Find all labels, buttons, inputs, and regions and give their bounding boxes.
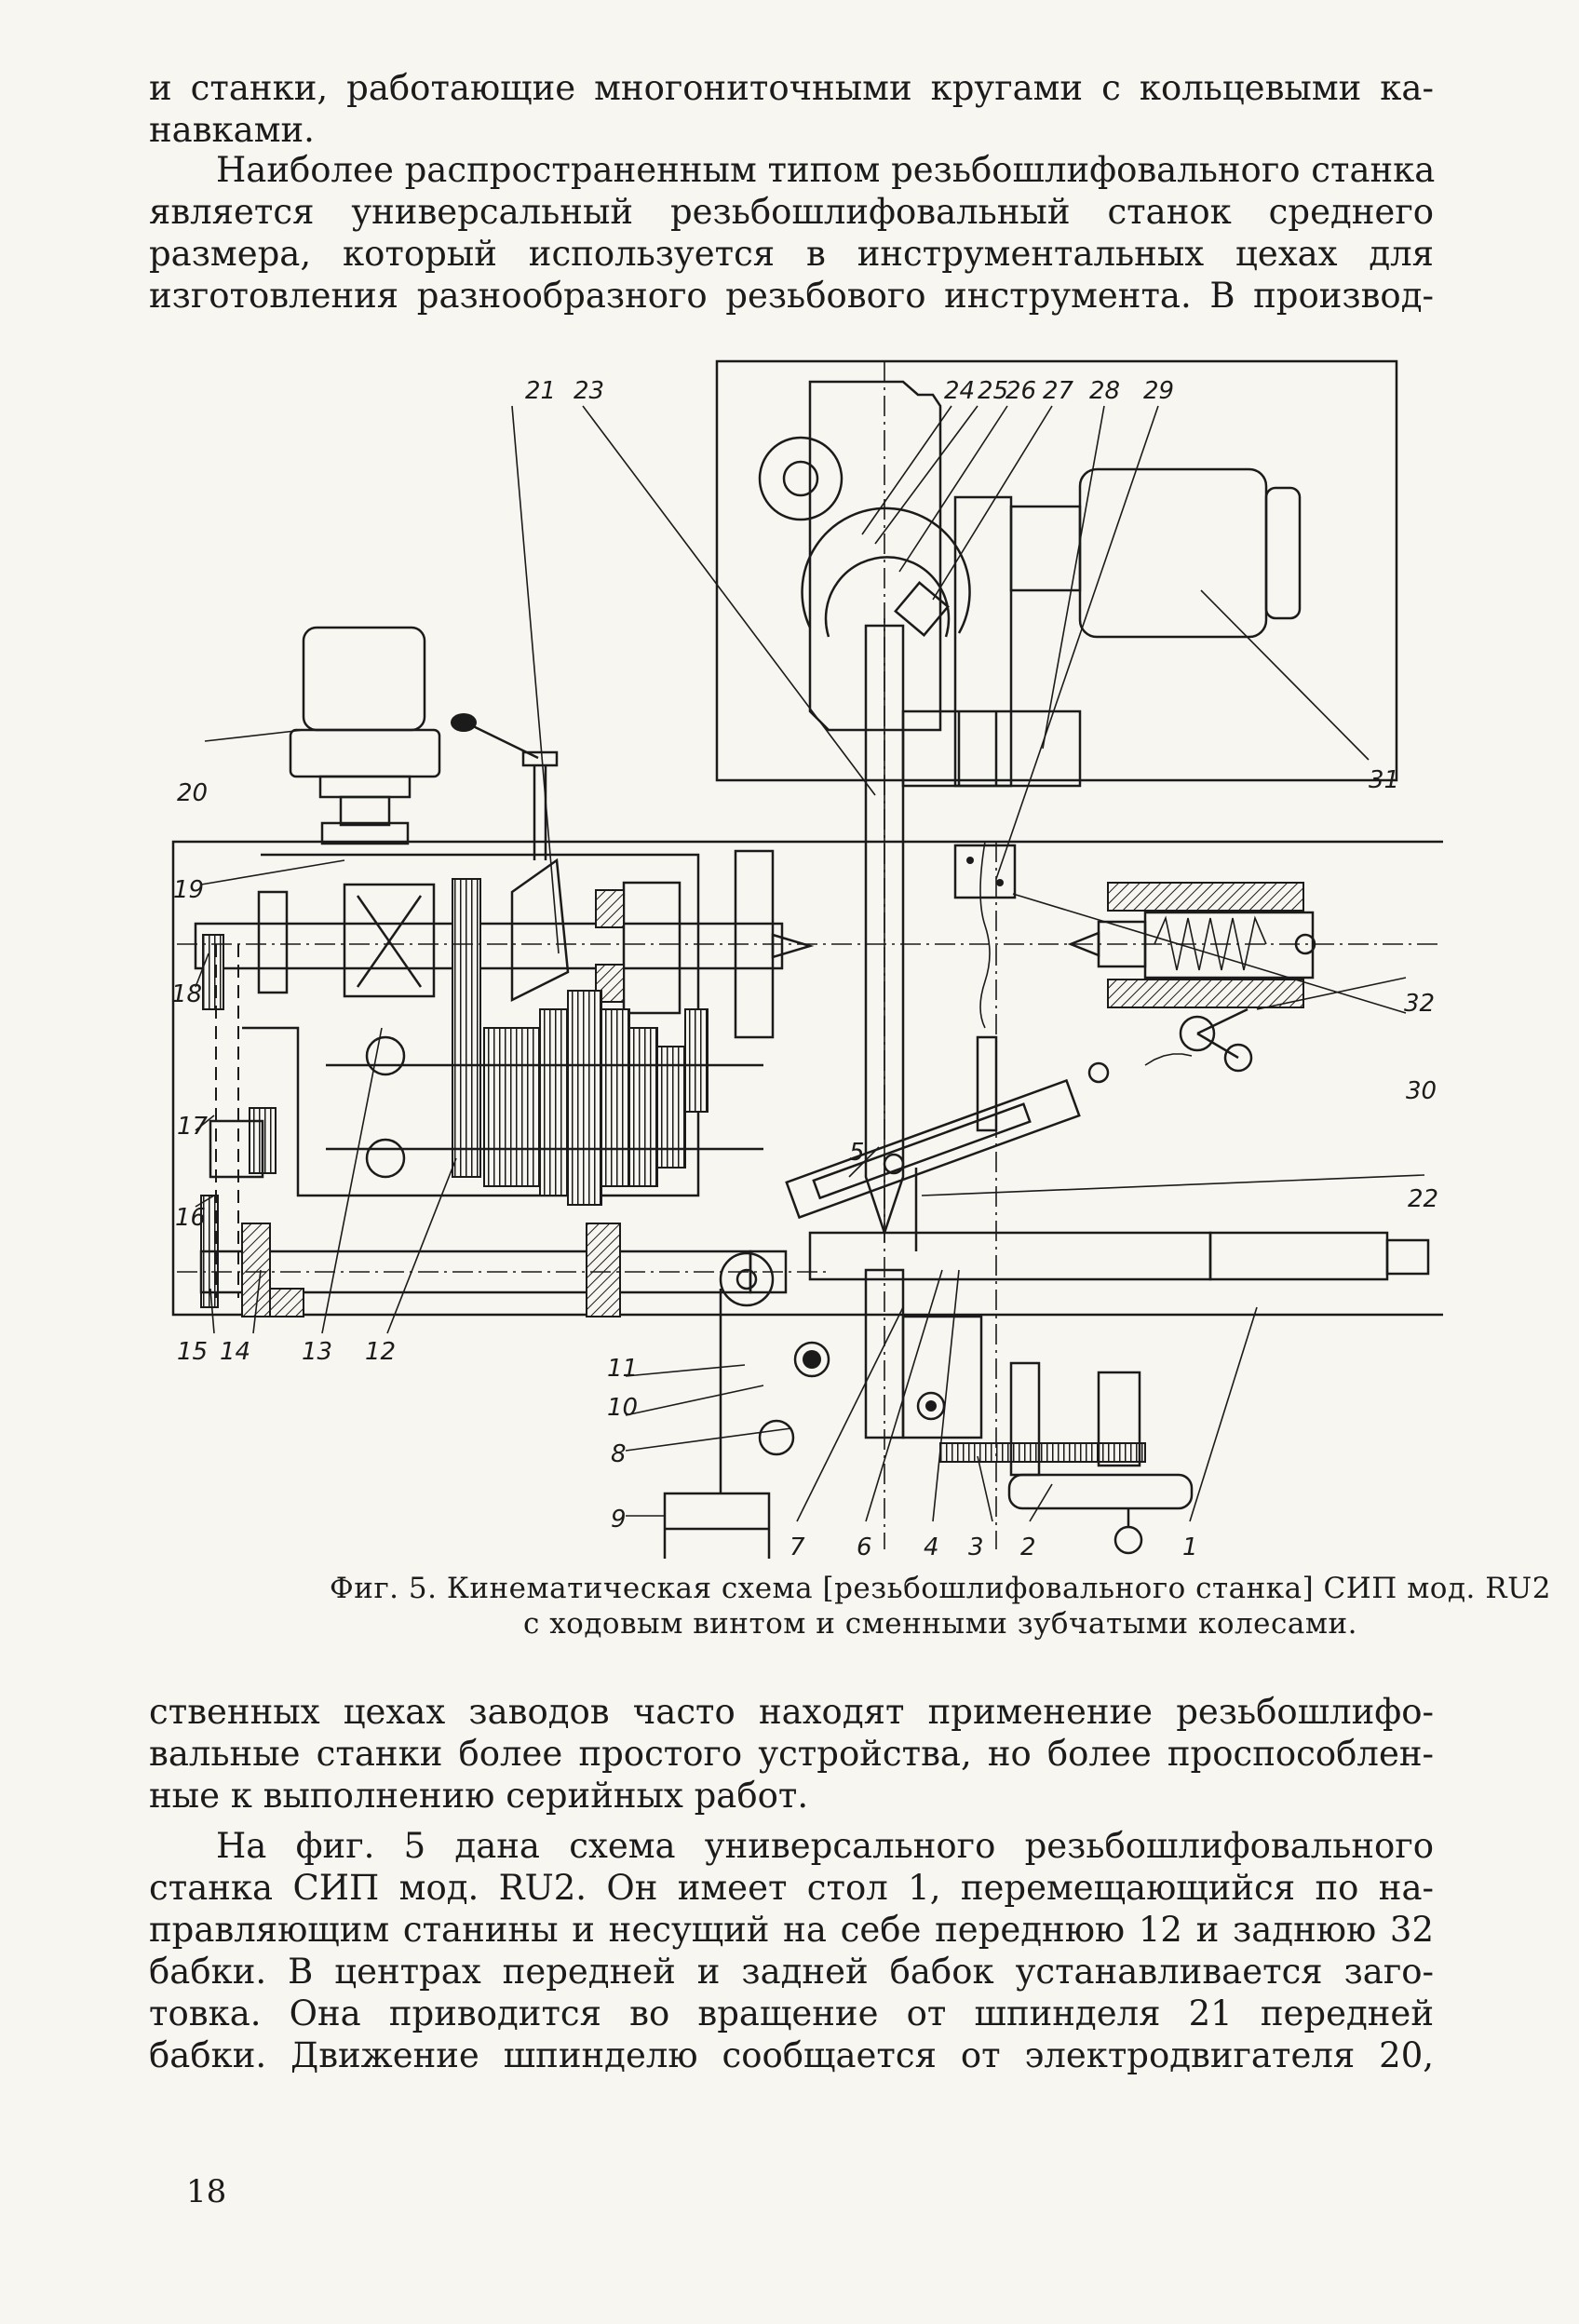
label-3: 3 — [968, 1534, 984, 1559]
page-number: 18 — [186, 2173, 227, 2210]
paragraph-continued: и станки, работающие многониточными круг… — [149, 67, 1434, 151]
text-line: товка. Она приводится во вращение от шпи… — [149, 1993, 1434, 2034]
label-24: 24 — [944, 377, 975, 405]
paragraph-intro: Наиболее распространенным типом резьбошл… — [149, 149, 1436, 317]
text-line: ные к выполнению серийных работ. — [149, 1776, 809, 1816]
text-line: размера, который используется в инструме… — [149, 234, 1434, 274]
label-26: 26 — [1005, 377, 1036, 405]
label-7: 7 — [790, 1534, 805, 1559]
label-4: 4 — [924, 1534, 939, 1559]
label-22: 22 — [1408, 1185, 1438, 1213]
label-5: 5 — [849, 1139, 865, 1167]
label-15: 15 — [177, 1338, 208, 1366]
label-21: 21 — [525, 377, 556, 405]
change-gear-stack — [326, 990, 763, 1206]
text-line: и станки, работающие многониточными круг… — [149, 68, 1434, 108]
label-31: 31 — [1369, 766, 1399, 794]
label-18: 18 — [171, 980, 202, 1008]
label-9: 9 — [611, 1506, 627, 1534]
label-27: 27 — [1043, 377, 1074, 405]
caption-line-2: с ходовым винтом и сменными зубчатыми ко… — [522, 1607, 1357, 1641]
label-25: 25 — [978, 377, 1008, 405]
label-2: 2 — [1020, 1534, 1036, 1559]
label-20: 20 — [177, 779, 208, 807]
text-line: На фиг. 5 дана схема универсального резь… — [216, 1826, 1434, 1866]
ruler-5 — [785, 1053, 1193, 1251]
text-line: станка СИП мод. RU2. Он имеет стол 1, пе… — [149, 1868, 1434, 1908]
bracket-30 — [953, 841, 1017, 1132]
text-line: ственных цехах заводов часто находят при… — [149, 1692, 1434, 1732]
label-1: 1 — [1182, 1534, 1198, 1559]
text-line: изготовления разнообразного резьбового и… — [149, 276, 1434, 316]
label-10: 10 — [607, 1394, 638, 1422]
caption-line-1: Фиг. 5. Кинематическая схема [резьбошлиф… — [330, 1572, 1551, 1605]
label-29: 29 — [1143, 377, 1174, 405]
motor-20 — [289, 626, 441, 845]
text-line: вальные станки более простого устройства… — [149, 1734, 1434, 1774]
tailstock-32 — [1067, 882, 1316, 1073]
table-frame — [171, 840, 1443, 1317]
label-23: 23 — [574, 377, 604, 405]
text-line: навками. — [149, 110, 315, 150]
kinematic-diagram: 21 23 24 25 26 27 28 29 31 20 19 18 17 1… — [171, 359, 1443, 1559]
label-13: 13 — [302, 1338, 332, 1366]
label-8: 8 — [611, 1440, 627, 1468]
label-11: 11 — [607, 1355, 638, 1383]
headstock-box — [242, 853, 700, 1197]
weight-9 — [663, 1492, 771, 1559]
handwheel-2 — [939, 1361, 1194, 1555]
text-line: Наиболее распространенным типом резьбошл… — [216, 150, 1436, 190]
paragraph-machine-description: На фиг. 5 дана схема универсального резь… — [149, 1825, 1434, 2076]
label-16: 16 — [175, 1204, 206, 1232]
label-28: 28 — [1089, 377, 1120, 405]
motor-31 — [901, 467, 1302, 788]
label-6: 6 — [857, 1534, 872, 1559]
paragraph-serial-machines: ственных цехах заводов часто находят при… — [149, 1691, 1434, 1817]
label-14: 14 — [220, 1338, 250, 1366]
text-line: бабки. В центрах передней и задней бабок… — [149, 1952, 1434, 1992]
grinding-head-frame — [715, 359, 1398, 782]
lever — [451, 713, 559, 860]
text-line: бабки. Движение шпинделю сообщается от э… — [149, 2035, 1434, 2075]
lead-screw — [177, 1223, 829, 1317]
label-17: 17 — [177, 1113, 209, 1141]
spindle-21 — [194, 849, 815, 1178]
text-line: правляющим станины и несущий на себе пер… — [149, 1910, 1434, 1950]
text-line: является универсальный резьбошлифовальны… — [149, 192, 1434, 232]
label-12: 12 — [365, 1338, 396, 1366]
leader-lines — [195, 405, 1425, 1522]
label-30: 30 — [1406, 1077, 1437, 1105]
label-19: 19 — [173, 876, 204, 904]
label-32: 32 — [1404, 990, 1435, 1018]
part-labels: 21 23 24 25 26 27 28 29 31 20 19 18 17 1… — [171, 377, 1438, 1559]
